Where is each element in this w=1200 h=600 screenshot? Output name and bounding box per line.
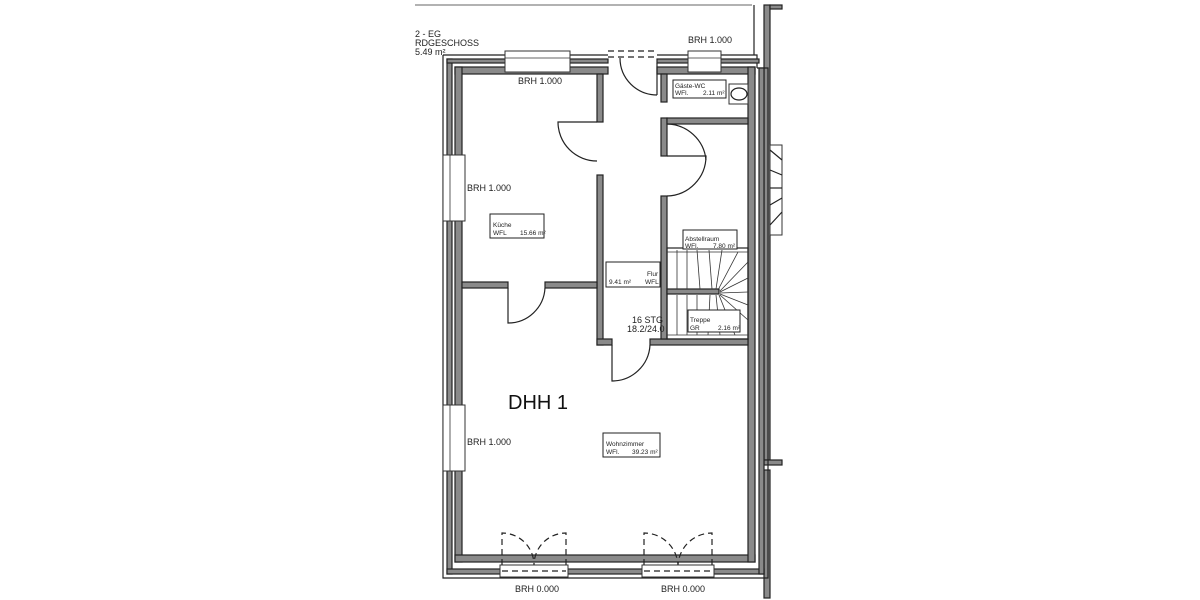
toilet-icon — [728, 83, 749, 105]
room-tag-abstellraum: Abstellraum WFl. 7.80 m² — [682, 229, 738, 250]
room-name: Treppe — [690, 317, 711, 324]
staircase — [666, 247, 749, 340]
neighbour-walls — [753, 4, 783, 599]
window-top-left — [504, 50, 571, 73]
brh-label: BRH 1.000 — [467, 183, 511, 193]
brh-label: BRH 1.000 — [518, 76, 562, 86]
level-line1: 2 - EG — [415, 29, 441, 39]
room-name: Gäste-WC — [675, 83, 706, 90]
brh-label: BRH 1.000 — [467, 437, 511, 447]
door-swings — [507, 121, 707, 382]
stair-ratio: 18.2/24.0 — [627, 324, 665, 334]
room-type: WFl. — [606, 449, 620, 456]
windows — [442, 50, 722, 472]
room-tag-gaeste-wc: Gäste-WC WFl. 2.11 m² — [672, 79, 727, 99]
room-type: WFl. — [685, 243, 699, 250]
room-area: 39.23 m² — [632, 449, 658, 456]
room-area: 2.16 m² — [718, 325, 741, 332]
room-name: Flur — [647, 271, 659, 278]
level-line3: 5.49 m² — [415, 47, 446, 57]
window-left-upper — [442, 154, 466, 222]
room-area: 2.11 m² — [703, 90, 725, 97]
room-type: WFL — [645, 279, 659, 286]
room-area: 15.66 m² — [520, 230, 546, 237]
window-top-right — [687, 50, 722, 73]
room-area: 9.41 m² — [609, 279, 632, 286]
room-type: WFl. — [675, 90, 689, 97]
unit-label: DHH 1 — [508, 392, 568, 414]
room-tag-flur: Flur 9.41 m² WFL — [605, 261, 661, 288]
room-tag-wohnzimmer: Wohnzimmer WFl. 39.23 m² — [602, 432, 661, 458]
room-area: 7.80 m² — [713, 243, 736, 250]
window-left-lower — [442, 404, 466, 472]
terrace-doors — [499, 532, 715, 578]
brh-label: BRH 0.000 — [515, 584, 559, 594]
level-line2: RDGESCHOSS — [415, 38, 479, 48]
stair-steps: 16 STG — [632, 315, 663, 325]
room-name: Wohnzimmer — [606, 441, 645, 448]
room-tag-kueche: Küche WFL 15.66 m² — [489, 213, 546, 239]
room-name: Küche — [493, 222, 512, 229]
room-tag-treppe: Treppe GR 2.16 m² — [687, 309, 741, 333]
interior-walls — [461, 73, 749, 346]
entrance-opening — [608, 50, 658, 96]
brh-label: BRH 1.000 — [688, 35, 732, 45]
room-type: GR — [690, 325, 700, 332]
room-name: Abstellraum — [685, 236, 719, 243]
room-type: WFL — [493, 230, 507, 237]
level-label: 2 - EG RDGESCHOSS 5.49 m² — [415, 29, 479, 57]
brh-label: BRH 0.000 — [661, 584, 705, 594]
